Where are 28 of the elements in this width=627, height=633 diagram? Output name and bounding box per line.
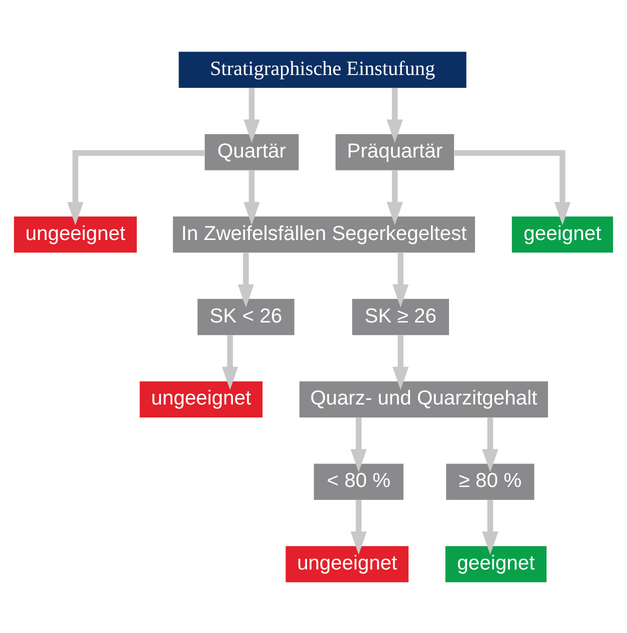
arrow: [350, 417, 367, 472]
arrow: [67, 150, 204, 225]
node-box: geeignet: [512, 216, 614, 252]
node-box: SK < 26: [198, 298, 294, 335]
node-box: Quarz- und Quarzitgehalt: [299, 380, 548, 417]
arrow: [244, 88, 260, 142]
node-box: Präquartär: [336, 134, 454, 170]
node-box: SK ≥ 26: [352, 298, 449, 335]
arrow: [386, 170, 403, 225]
node-box: geeignet: [445, 546, 547, 582]
arrow: [238, 252, 254, 308]
arrow: [454, 150, 571, 225]
node-box: ungeeignet: [14, 216, 137, 252]
node-box: ungeeignet: [286, 546, 409, 582]
node-box: < 80 %: [314, 463, 404, 500]
node-box: ≥ 80 %: [446, 463, 534, 500]
node-box: Quartär: [204, 134, 299, 170]
node-box: In Zweifelsfällen Segerkegeltest: [172, 216, 476, 252]
arrow: [482, 417, 498, 472]
arrow: [244, 170, 260, 225]
arrow: [386, 88, 403, 142]
node-box: Stratigraphische Einstufung: [178, 51, 466, 88]
arrow: [350, 500, 367, 554]
arrow: [482, 500, 498, 554]
node-box: ungeeignet: [140, 380, 263, 417]
arrow: [222, 334, 238, 390]
arrow: [392, 334, 409, 390]
arrow: [392, 252, 409, 308]
